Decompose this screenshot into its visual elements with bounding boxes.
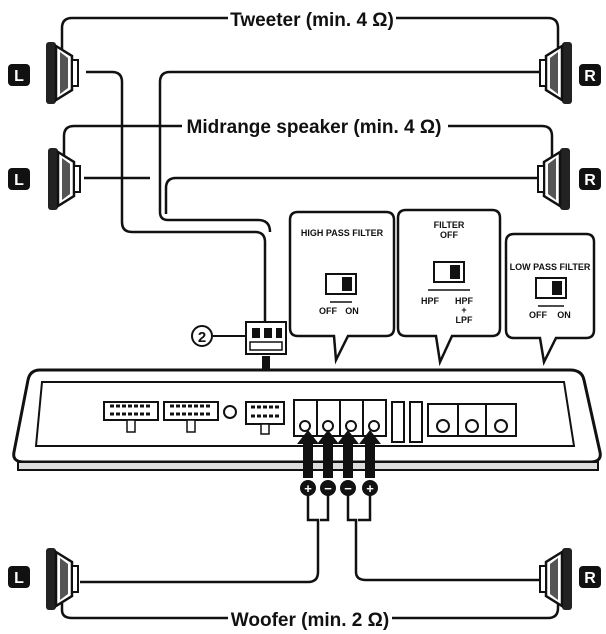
polarity-badges: + − − +: [300, 480, 378, 496]
woofer-left: [44, 546, 80, 612]
woofer-right: [538, 546, 574, 612]
svg-text:R: R: [584, 68, 596, 85]
tweeter-right: [538, 40, 574, 106]
polarity-plus-right: +: [366, 481, 374, 496]
svg-text:2: 2: [198, 329, 206, 346]
polarity-plus-left: +: [304, 481, 312, 496]
filter-title: FILTER: [434, 220, 465, 230]
lpf-switch-callout: LOW PASS FILTER OFF ON: [504, 232, 596, 366]
side-badge-right-midrange: R: [579, 168, 601, 190]
side-badge-right-tweeter: R: [579, 64, 601, 86]
svg-text:R: R: [584, 172, 596, 189]
filter-plus-label: +: [461, 305, 466, 315]
side-badge-right-woofer: R: [579, 566, 601, 588]
svg-text:L: L: [14, 172, 24, 189]
lpf-off-label: OFF: [529, 310, 547, 320]
svg-text:L: L: [14, 570, 24, 587]
side-badge-left-woofer: L: [8, 566, 30, 588]
amp-knob: [223, 405, 237, 419]
polarity-minus-right: −: [344, 481, 352, 496]
polarity-minus-left: −: [324, 481, 332, 496]
midrange-left: [46, 146, 82, 212]
midrange-right: [536, 146, 572, 212]
midrange-label: Midrange speaker (min. 4 Ω): [187, 117, 442, 138]
tweeter-left: [44, 40, 80, 106]
woofer-label: Woofer (min. 2 Ω): [231, 610, 389, 631]
filter-hpf-label: HPF: [421, 296, 440, 306]
hpf-on-label: ON: [345, 306, 359, 316]
amp-connector-1: [103, 401, 159, 433]
svg-text:R: R: [584, 570, 596, 587]
hpf-off-label: OFF: [319, 306, 337, 316]
filter-hpf-lpf-label: HPF: [455, 296, 474, 306]
filter-lpf-label: LPF: [456, 315, 474, 325]
step-marker: 2: [191, 325, 246, 347]
speaker-terminal-block: [293, 399, 387, 437]
filter-switch-callout: FILTER OFF HPF HPF + LPF: [396, 208, 502, 367]
lpf-title: LOW PASS FILTER: [510, 262, 591, 272]
side-badge-left-midrange: L: [8, 168, 30, 190]
svg-text:L: L: [14, 68, 24, 85]
woofer-wire-arrows: [297, 430, 381, 478]
lpf-on-label: ON: [557, 310, 571, 320]
fuse-slots: [391, 401, 423, 443]
amp-connector-speaker: [245, 401, 285, 435]
harness-connector: [245, 321, 287, 394]
side-badge-left-tweeter: L: [8, 64, 30, 86]
speaker-wires: [60, 16, 560, 620]
power-terminal-block: [427, 403, 517, 437]
filter-off-label: OFF: [440, 230, 458, 240]
tweeter-label: Tweeter (min. 4 Ω): [230, 10, 394, 31]
hpf-title: HIGH PASS FILTER: [301, 228, 384, 238]
hpf-switch-callout: HIGH PASS FILTER OFF ON: [288, 210, 396, 365]
amp-connector-2: [163, 401, 219, 433]
